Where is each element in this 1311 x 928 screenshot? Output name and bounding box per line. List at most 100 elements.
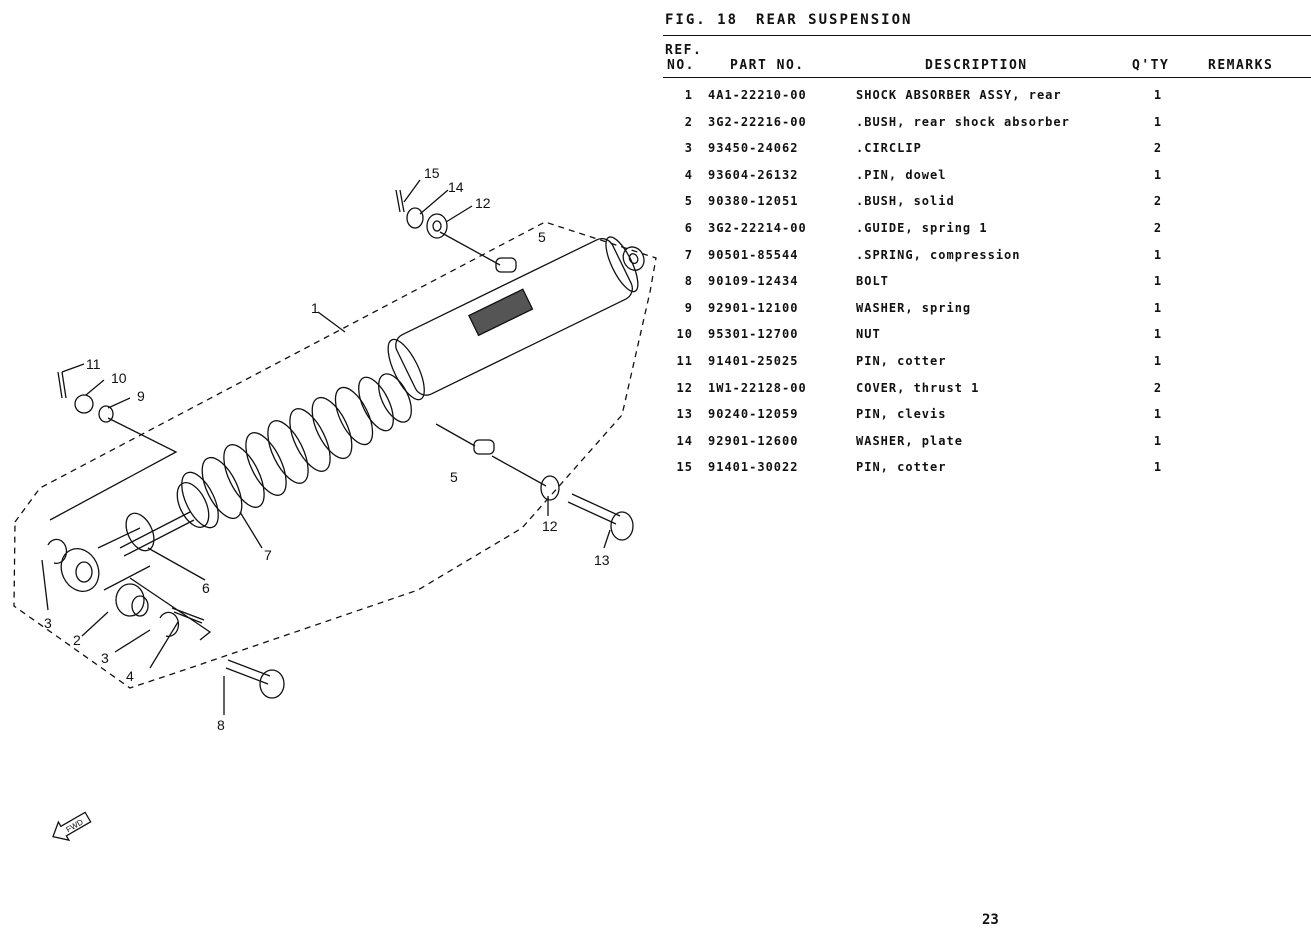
fwd-arrow-icon: FWD [52,811,92,842]
part-no: 90109-12434 [708,274,799,289]
ref-no: 8 [684,274,693,289]
description: NUT [856,327,881,342]
description: .GUIDE, spring 1 [856,220,988,235]
part-no: 4A1-22210-00 [708,88,807,102]
title-rule [663,35,1311,36]
exploded-diagram: FWD 1 2 3 3 4 5 5 6 7 8 9 10 11 12 12 13… [13,165,657,842]
bolt-head [259,669,285,699]
description: PIN, cotter [856,460,947,475]
callout-4: 4 [126,668,134,684]
piston-rod [119,511,195,557]
callout-13: 13 [594,552,610,568]
part-no: 1W1-22128-00 [708,380,807,395]
callout-6: 6 [202,580,210,596]
description: WASHER, plate [856,433,963,448]
part-no: 90380-12051 [708,194,799,209]
ref-no: 12 [676,380,693,395]
qty: 1 [1153,433,1163,448]
bush-5-side [473,439,495,455]
ref-no: 5 [684,194,693,209]
figure-name: REAR SUSPENSION [756,12,913,28]
ref-no: 11 [676,353,693,368]
qty: 1 [1153,300,1163,315]
callout-3b: 3 [101,650,109,666]
callout-1: 1 [311,300,319,316]
header-description: DESCRIPTION [925,58,1028,73]
clevis-pin [567,493,621,525]
callout-5b: 5 [450,469,458,485]
assembly-outline [13,221,657,689]
qty: 1 [1153,353,1163,368]
description: .CIRCLIP [856,141,922,156]
ref-no: 4 [684,167,693,182]
header-ref-line2: NO. [667,58,695,73]
description: SHOCK ABSORBER ASSY, rear [856,88,1062,102]
ref-no: 6 [684,220,693,235]
callout-5a: 5 [538,229,546,245]
nut-10 [74,394,94,414]
qty: 1 [1153,88,1163,102]
shock-body [387,236,645,401]
callout-8: 8 [217,717,225,733]
ref-no: 15 [676,460,693,475]
callout-12b: 12 [542,518,558,534]
lower-eye [60,548,100,592]
part-no: 90240-12059 [708,407,799,422]
circlip-b [159,611,180,638]
callout-12a: 12 [475,195,491,211]
cover-12-top [426,213,448,239]
description: PIN, cotter [856,353,947,368]
qty: 1 [1153,274,1163,289]
callout-2: 2 [73,632,81,648]
description: .BUSH, solid [856,194,955,209]
qty: 2 [1153,220,1163,235]
spring-coils [181,376,394,529]
shock-absorber-drawing: FWD [13,179,657,842]
description: .SPRING, compression [856,247,1021,262]
description: .BUSH, rear shock absorber [856,114,1070,129]
page-number: 23 [982,912,999,928]
table-row: 8 90109-12434 BOLT 1 [663,272,1311,299]
part-no: 91401-30022 [708,460,799,475]
callout-11: 11 [86,356,101,372]
table-row: 2 3G2-22216-00 .BUSH, rear shock absorber 1 [663,113,1311,140]
part-no: 3G2-22216-00 [708,114,807,129]
part-no: 92901-12600 [708,433,799,448]
callout-9: 9 [137,388,145,404]
cotter-pin-11 [57,371,67,399]
bush-5-top [495,257,517,273]
part-no: 93450-24062 [708,141,799,156]
washer-14 [406,207,424,229]
header-ref-line1: REF. [665,43,703,58]
figure-label: FIG. 18 [665,12,739,28]
description: BOLT [856,274,889,289]
cotter-pin-15 [395,189,405,213]
header-part-no: PART NO. [730,58,805,73]
cover-12-side [540,475,560,501]
qty: 1 [1153,114,1163,129]
qty: 1 [1153,167,1163,182]
callout-10: 10 [111,370,127,386]
ref-no: 7 [684,247,693,262]
part-no: 93604-26132 [708,167,799,182]
callout-15: 15 [424,165,440,181]
part-no: 90501-85544 [708,247,799,262]
spring-guide-lower [176,482,210,528]
bush [115,583,145,617]
ref-no: 9 [684,300,693,315]
part-no: 95301-12700 [708,327,799,342]
header-rule [663,77,1311,78]
qty: 1 [1153,460,1163,475]
washer-9 [98,405,114,423]
callout-14: 14 [448,179,464,195]
ref-no: 2 [684,114,693,129]
header-qty: Q'TY [1132,58,1170,73]
